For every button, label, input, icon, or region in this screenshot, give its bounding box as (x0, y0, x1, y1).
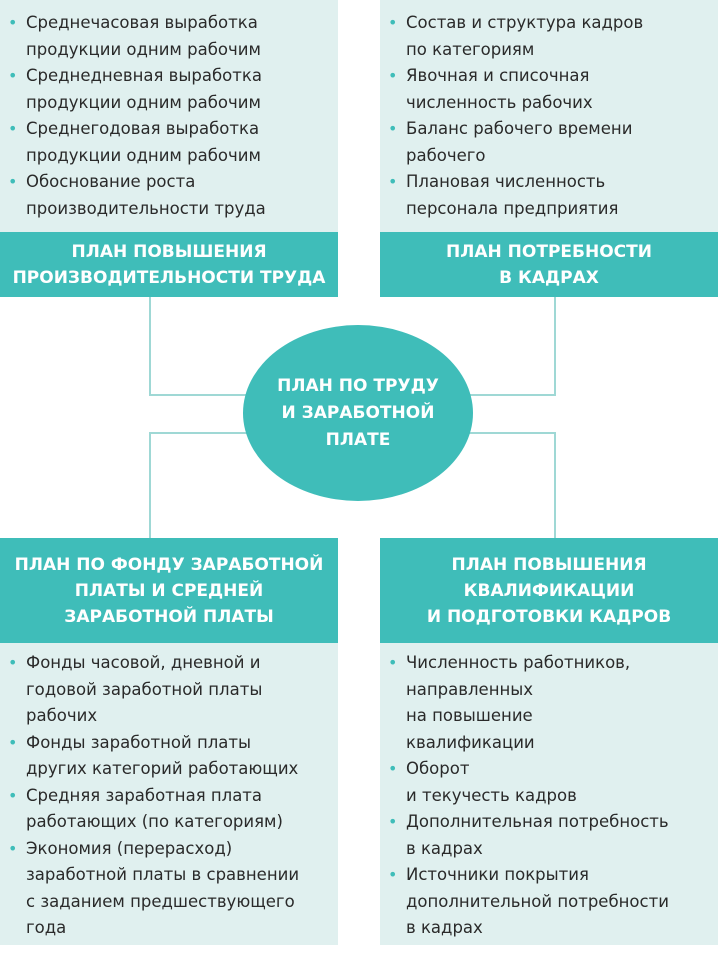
connector-line (149, 394, 249, 396)
list-item: Явочная и списочная численность рабочих (380, 63, 718, 116)
list-item: Обоснование роста производительности тру… (0, 169, 338, 222)
staffing-items: Состав и структура кадров по категориям … (380, 10, 718, 222)
list-item: Дополнительная потребность в кадрах (380, 809, 718, 862)
list-item: Баланс рабочего времени рабочего (380, 116, 718, 169)
header-line: ПЛАН ПОВЫШЕНИЯ (451, 554, 647, 575)
header-line: ПЛАН ПОТРЕБНОСТИ (446, 241, 652, 262)
center-line: ПЛАТЕ (325, 429, 391, 450)
header-line: И ПОДГОТОВКИ КАДРОВ (426, 606, 672, 627)
staffing-plan-header: ПЛАН ПОТРЕБНОСТИ В КАДРАХ (380, 232, 718, 297)
connector-line (554, 297, 556, 396)
header-line: ЗАРАБОТНОЙ ПЛАТЫ (64, 606, 274, 627)
connector-line (554, 432, 556, 538)
wage-fund-items: Фонды часовой, дневной и годовой заработ… (0, 650, 338, 942)
list-item: Оборот и текучесть кадров (380, 756, 718, 809)
list-item: Фонды заработной платы других категорий … (0, 730, 338, 783)
central-plan-ellipse: ПЛАН ПО ТРУДУ И ЗАРАБОТНОЙ ПЛАТЕ (243, 325, 473, 501)
wage-fund-plan-header: ПЛАН ПО ФОНДУ ЗАРАБОТНОЙ ПЛАТЫ И СРЕДНЕЙ… (0, 538, 338, 643)
productivity-plan-header: ПЛАН ПОВЫШЕНИЯ ПРОИЗВОДИТЕЛЬНОСТИ ТРУДА (0, 232, 338, 297)
list-item: Фонды часовой, дневной и годовой заработ… (0, 650, 338, 730)
center-line: И ЗАРАБОТНОЙ (281, 402, 435, 423)
qualification-items-box: Численность работников, направленных на … (380, 643, 718, 945)
list-item: Среднечасовая выработка продукции одним … (0, 10, 338, 63)
header-line: ПЛАН ПОВЫШЕНИЯ (71, 241, 267, 262)
connector-line (149, 432, 151, 538)
header-line: ПЛАН ПО ФОНДУ ЗАРАБОТНОЙ (14, 554, 324, 575)
list-item: Состав и структура кадров по категориям (380, 10, 718, 63)
connector-line (467, 432, 556, 434)
wage-fund-items-box: Фонды часовой, дневной и годовой заработ… (0, 643, 338, 945)
header-line: ПРОИЗВОДИТЕЛЬНОСТИ ТРУДА (12, 267, 326, 288)
qualification-plan-header: ПЛАН ПОВЫШЕНИЯ КВАЛИФИКАЦИИ И ПОДГОТОВКИ… (380, 538, 718, 643)
list-item: Средняя заработная плата работающих (по … (0, 783, 338, 836)
list-item: Экономия (перерасход) заработной платы в… (0, 836, 338, 942)
header-line: В КАДРАХ (499, 267, 599, 288)
staffing-items-box: Состав и структура кадров по категориям … (380, 0, 718, 232)
qualification-items: Численность работников, направленных на … (380, 650, 718, 942)
list-item: Источники покрытия дополнительной потреб… (380, 862, 718, 942)
connector-line (467, 394, 556, 396)
header-line: ПЛАТЫ И СРЕДНЕЙ (74, 580, 264, 601)
list-item: Плановая численность персонала предприят… (380, 169, 718, 222)
list-item: Численность работников, направленных на … (380, 650, 718, 756)
productivity-items: Среднечасовая выработка продукции одним … (0, 10, 338, 222)
center-line: ПЛАН ПО ТРУДУ (277, 375, 439, 396)
connector-line (149, 432, 249, 434)
list-item: Среднедневная выработка продукции одним … (0, 63, 338, 116)
header-line: КВАЛИФИКАЦИИ (463, 580, 635, 601)
list-item: Среднегодовая выработка продукции одним … (0, 116, 338, 169)
connector-line (149, 297, 151, 396)
productivity-items-box: Среднечасовая выработка продукции одним … (0, 0, 338, 232)
